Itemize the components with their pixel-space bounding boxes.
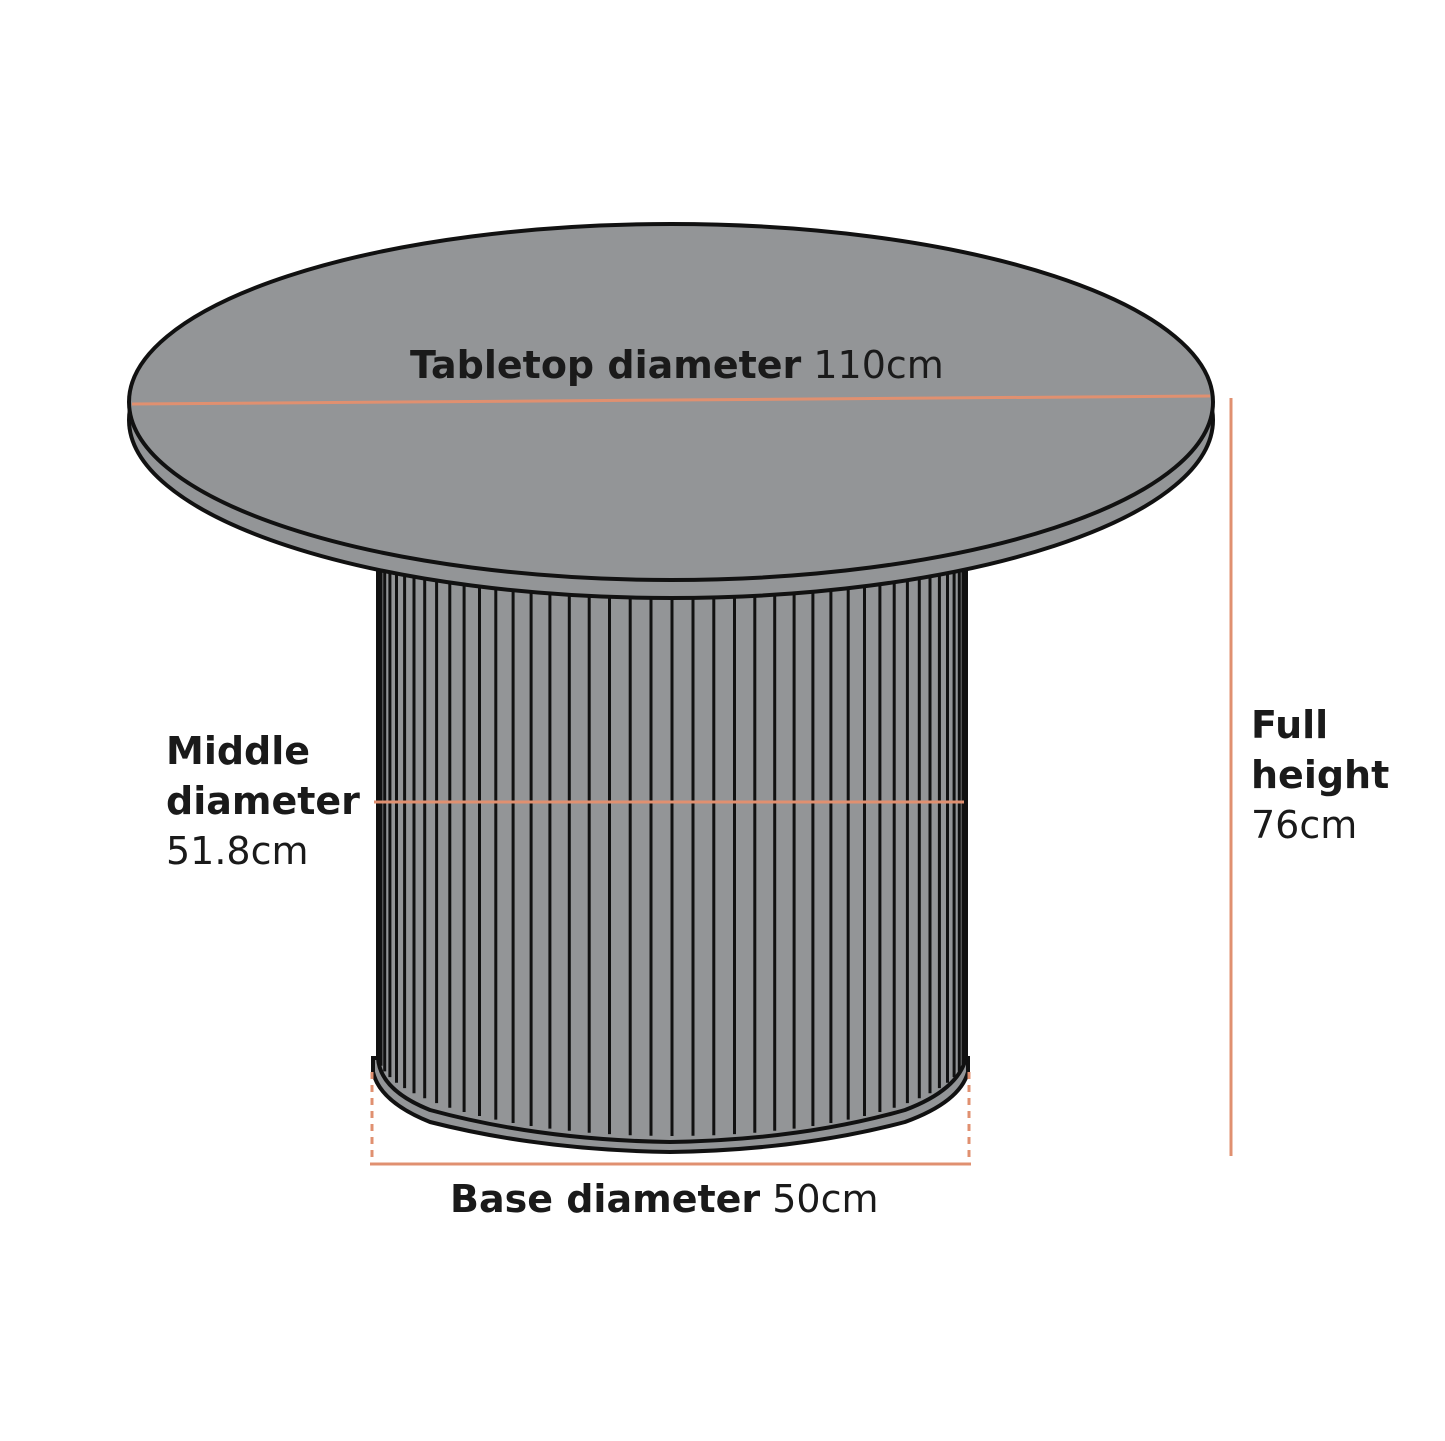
middle-value: 51.8cm [166, 829, 309, 873]
base-value: 50cm [772, 1177, 879, 1221]
height-label: Full height 76cm [1251, 700, 1389, 850]
tabletop-dimension-line [131, 394, 1211, 406]
middle-label-line2: diameter [166, 779, 360, 823]
height-value: 76cm [1251, 803, 1358, 847]
middle-label-line1: Middle [166, 729, 311, 773]
middle-label: Middle diameter 51.8cm [166, 726, 360, 876]
height-label-line2: height [1251, 753, 1390, 797]
base-label-text: Base diameter [450, 1177, 761, 1221]
tabletop-label: Tabletop diameter 110cm [410, 340, 944, 390]
pedestal-flutes [377, 565, 967, 1136]
tabletop-surface [127, 222, 1215, 582]
tabletop-label-text: Tabletop diameter [410, 343, 802, 387]
height-label-line1: Full [1251, 703, 1329, 747]
tabletop-value: 110cm [813, 343, 944, 387]
base-label: Base diameter 50cm [450, 1174, 879, 1224]
